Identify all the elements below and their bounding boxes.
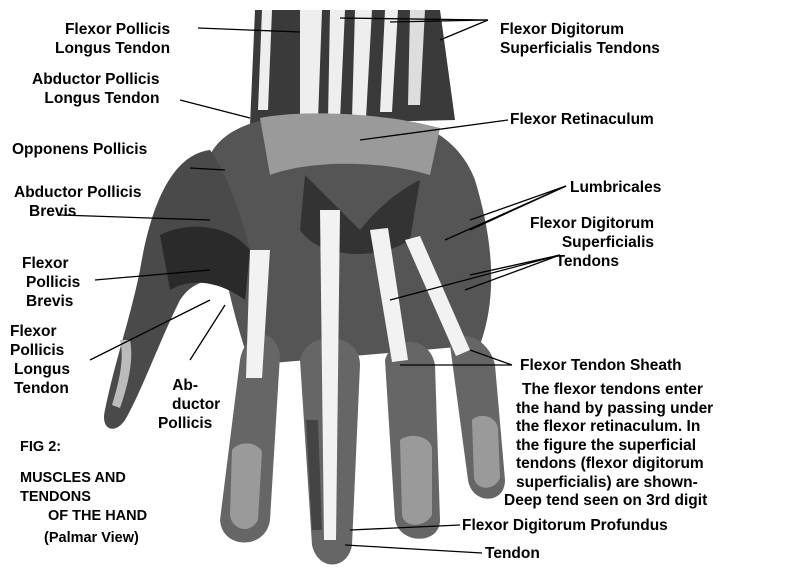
label-tendon: Tendon [485, 544, 540, 563]
forearm [250, 10, 455, 125]
label-lumbricales: Lumbricales [570, 178, 661, 197]
label-flexor-tendon-sheath: Flexor Tendon Sheath [520, 356, 682, 375]
explanatory-note: The flexor tendons enter the hand by pas… [520, 381, 713, 511]
label-flexor-digitorum-profundus: Flexor Digitorum Profundus [462, 516, 668, 535]
label-opponens-pollicis: Opponens Pollicis [12, 140, 147, 159]
figure-caption: FIG 2: MUSCLES AND TENDONS OF THE HAND (… [20, 438, 147, 548]
label-flexor-retinaculum: Flexor Retinaculum [510, 110, 654, 129]
